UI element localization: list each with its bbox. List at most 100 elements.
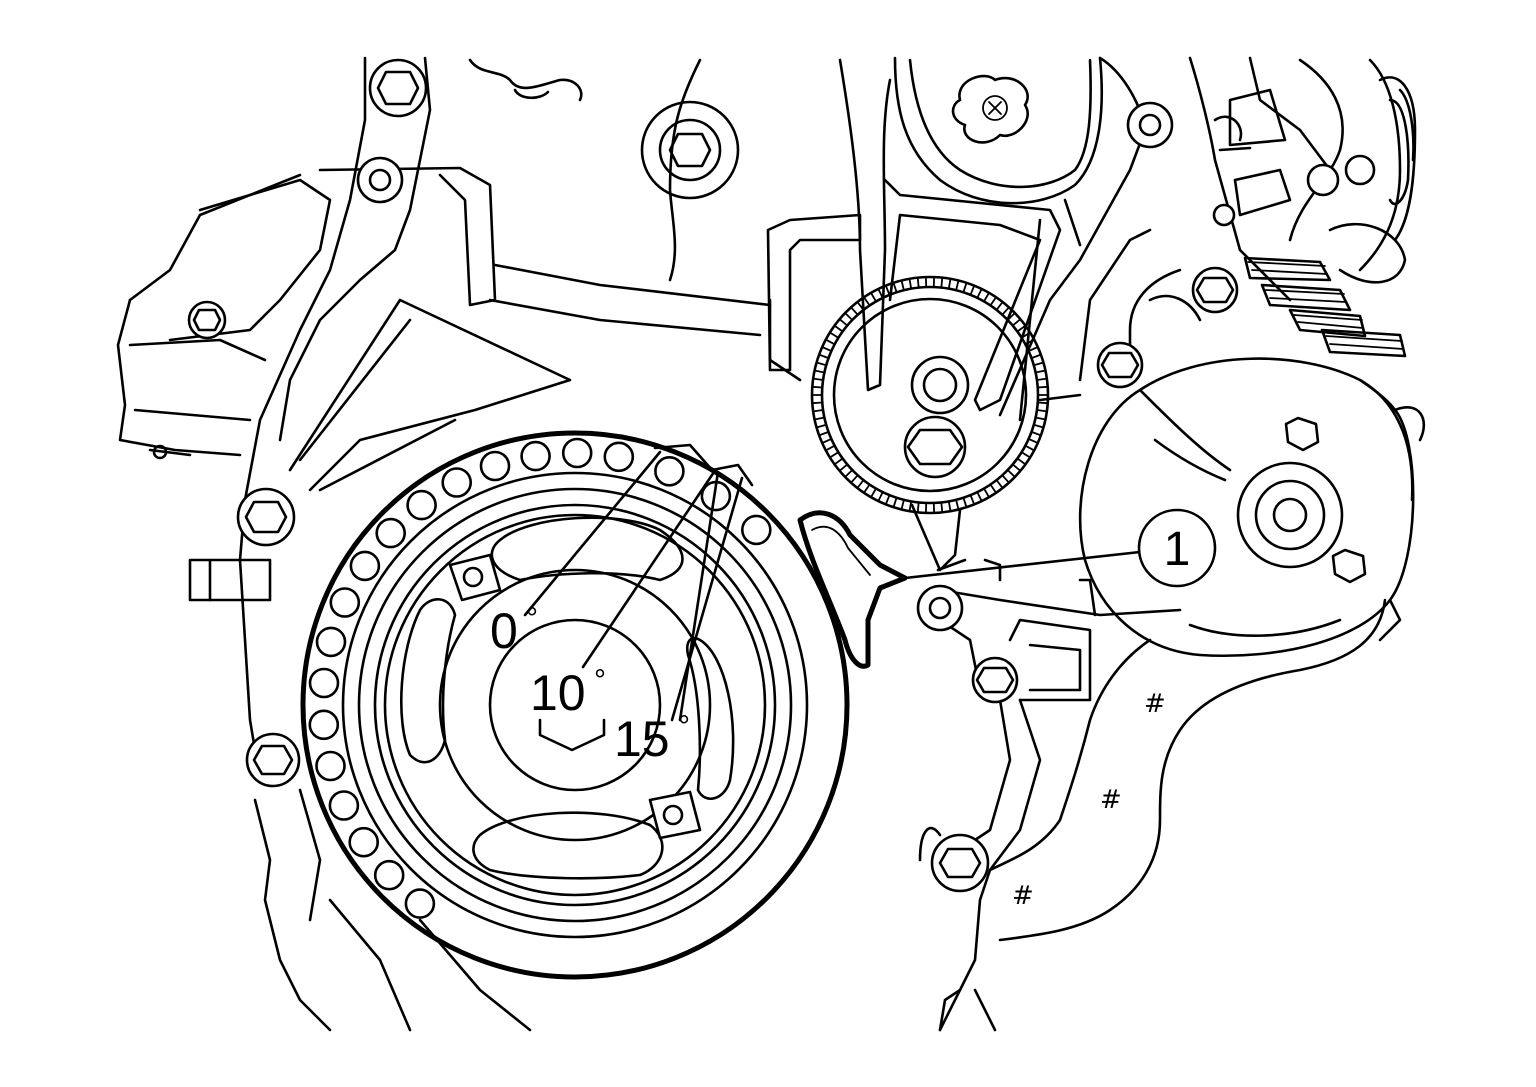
belt-tooth: [969, 284, 976, 296]
belt-tooth: [813, 416, 826, 421]
belt-tooth: [818, 353, 830, 360]
crankshaft-pulley: [300, 430, 850, 980]
belt-tooth: [1034, 369, 1047, 374]
lower-right-bracket: [916, 558, 1387, 1032]
degree-label-10: 10: [530, 665, 586, 721]
belt-tooth: [940, 276, 944, 289]
hose-line: [668, 58, 702, 282]
timing-hole: [329, 587, 361, 618]
callout-leader: [903, 550, 1142, 580]
belt-tooth: [916, 501, 920, 514]
belt-tooth: [870, 487, 877, 499]
belt-tooth: [1001, 474, 1010, 484]
belt-tooth: [884, 494, 891, 506]
belt-tooth: [838, 463, 849, 472]
callout-circle: [1137, 508, 1217, 588]
timing-hole: [654, 455, 685, 487]
timing-hole: [404, 888, 436, 919]
belt-tooth: [884, 284, 891, 296]
belt-tooth: [818, 430, 830, 437]
belt-tooth: [813, 369, 826, 374]
belt-tooth: [811, 401, 824, 405]
timing-hole: [349, 550, 381, 582]
belt-tooth: [908, 500, 913, 513]
belt-tooth: [856, 301, 865, 311]
belt-tooth: [1016, 457, 1027, 466]
tensioner-assembly: [766, 56, 1174, 572]
belt-tooth: [1036, 377, 1048, 381]
timing-hole: [315, 750, 346, 782]
belt-tooth: [833, 457, 844, 466]
belt-tooth: [829, 331, 840, 339]
timing-hole: [479, 450, 511, 482]
timing-hole: [373, 859, 405, 891]
belt-tooth: [916, 276, 920, 289]
callout-number: 1: [1164, 523, 1191, 576]
belt-tooth: [856, 479, 865, 489]
belt-tooth: [850, 474, 859, 484]
belt-tooth: [1006, 312, 1016, 321]
timing-hole: [740, 514, 772, 546]
water-pump-pulley: [1078, 357, 1426, 657]
timing-hole: [315, 626, 347, 658]
belt-tooth: [1030, 353, 1042, 360]
belt-tooth: [962, 496, 968, 509]
belt-tooth: [969, 494, 976, 506]
timing-hole: [308, 709, 340, 741]
pointer-line-0: [523, 450, 662, 617]
belt-tooth: [1024, 338, 1036, 346]
belt-tooth: [1011, 318, 1022, 327]
timing-hole: [375, 517, 407, 549]
belt-tooth: [870, 291, 877, 303]
degree-label-15: 15: [614, 711, 670, 767]
belt-tooth: [900, 498, 905, 511]
belt-tooth: [1027, 437, 1039, 444]
belt-tooth: [877, 491, 884, 503]
belt-tooth: [1027, 346, 1039, 353]
belt-tooth: [811, 385, 824, 389]
belt-tooth: [821, 437, 833, 444]
belt-tooth: [844, 469, 854, 478]
belt-tooth: [1034, 416, 1047, 421]
belt-tooth: [976, 491, 983, 503]
timing-holes: [308, 437, 772, 919]
hash-mark-1: #: [1144, 689, 1166, 719]
pointer-line-10: [581, 470, 716, 669]
timing-hole: [348, 826, 380, 858]
pointer-line-15: [670, 476, 744, 722]
belt-tooth: [850, 306, 859, 316]
timing-hole: [561, 437, 593, 469]
belt-tooth: [829, 451, 840, 459]
belt-tooth: [833, 324, 844, 333]
belt-tooth: [995, 301, 1004, 311]
belt-tooth: [892, 281, 898, 294]
belt-tooth: [824, 338, 836, 346]
belt-tooth: [955, 279, 960, 292]
belt-tooth: [995, 479, 1004, 489]
belt-tooth: [955, 498, 960, 511]
belt-tooth: [877, 287, 884, 299]
belt-tooth: [1036, 401, 1049, 405]
belt-tooth: [812, 409, 824, 413]
degree-unit-10: °: [594, 664, 606, 697]
belt-tooth: [863, 483, 871, 494]
timing-hole: [328, 790, 360, 821]
timing-hole: [441, 467, 473, 498]
timing-pointer-tab: [797, 510, 908, 669]
left-bracket: [116, 56, 802, 1032]
belt-tooth: [947, 277, 952, 290]
belt-tooth: [989, 296, 997, 307]
belt-tooth: [989, 483, 997, 494]
bracket-bolts: [187, 58, 740, 788]
belt-tooth: [962, 281, 968, 294]
degree-unit-15: °: [678, 710, 690, 743]
belt-tooth: [844, 312, 854, 321]
tensioner-belt-teeth: [811, 276, 1049, 514]
belt-tooth: [1011, 463, 1022, 472]
belt-tooth: [821, 346, 833, 353]
belt-tooth: [1001, 306, 1010, 316]
belt-tooth: [1036, 409, 1048, 413]
degree-unit-0: °: [526, 602, 538, 635]
